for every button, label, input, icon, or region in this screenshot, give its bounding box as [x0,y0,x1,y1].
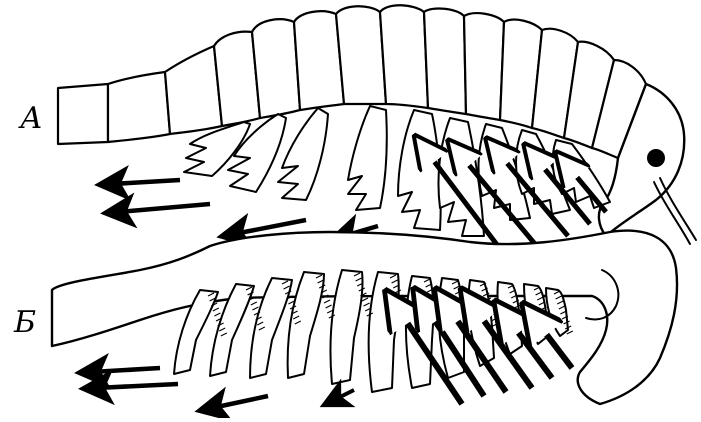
seta-stroke [324,300,330,303]
panel-b-animal [52,231,677,408]
seta-stroke [493,323,499,326]
seta-stroke [326,305,332,308]
panel-a-outflow-arrow [118,204,210,212]
seta-stroke [251,302,257,305]
panel-a-animal [58,5,696,262]
panel-b-outflow-arrow [212,396,268,408]
panel-label-a: А [20,104,43,134]
seta-stroke [364,303,370,306]
panel-a-tail [58,46,222,144]
seta-stroke [362,298,368,301]
seta-stroke [214,313,220,316]
panel-b-outflow-arrows [92,368,354,408]
panel-a-outflow-arrow [112,180,180,184]
panel-a-antenna-2 [654,182,690,244]
seta-stroke [252,307,258,310]
panel-b-outflow-arrow [92,368,160,372]
panel-a-eye [647,149,665,167]
panel-a-antenna [660,178,696,240]
seta-stroke [213,308,219,311]
panel-b-outflow-arrow [334,390,354,400]
panel-b-body [52,231,677,404]
panel-label-b: Б [14,308,36,338]
panel-b-outflow-arrow [96,384,178,388]
seta-stroke [521,325,527,328]
